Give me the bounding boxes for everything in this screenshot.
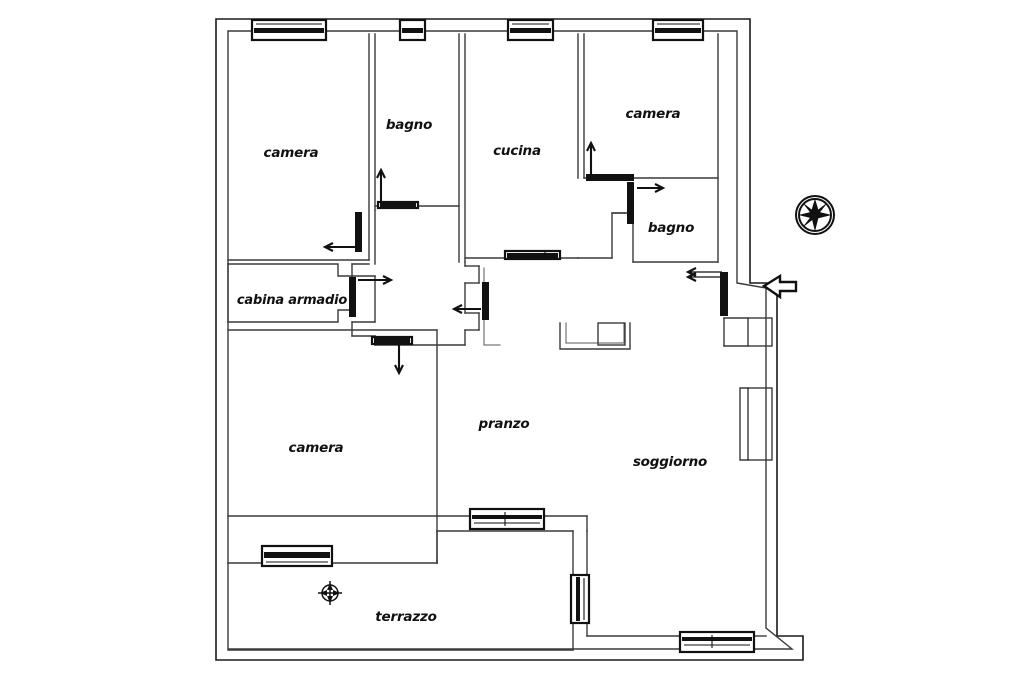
- door-cucina: [503, 249, 562, 261]
- exterior-walls: [215, 18, 804, 661]
- room-label-camera-sw: camera: [289, 440, 344, 456]
- window-soggiorno-south: [678, 630, 756, 654]
- door-corridoio-east: [451, 282, 489, 320]
- north-compass-rose: [795, 195, 835, 235]
- window-camera-sw: [260, 544, 334, 568]
- door-camera-ne: [586, 140, 634, 181]
- window-cucina: [506, 18, 555, 42]
- door-ingresso: [685, 267, 728, 316]
- room-label-bagno-n: bagno: [386, 117, 432, 133]
- entrance-direction-arrow: [761, 273, 798, 300]
- room-label-bagno-e: bagno: [648, 220, 694, 236]
- room-label-cabina-armadio: cabina armadio: [237, 293, 347, 308]
- door-camera-sw: [370, 335, 414, 376]
- room-label-camera-nw: camera: [264, 145, 319, 161]
- window-bagno-n: [398, 18, 427, 42]
- room-labels: camera bagno cucina camera bagno cabina …: [237, 106, 707, 625]
- room-label-cucina: cucina: [493, 143, 541, 159]
- room-label-pranzo: pranzo: [478, 416, 530, 432]
- door-camera-nw: [322, 212, 362, 252]
- doors: [322, 140, 728, 376]
- kitchen-counter-block: [559, 322, 631, 350]
- window-terrazzo-east: [569, 573, 591, 625]
- interior-walls-corridor: [351, 209, 501, 346]
- window-pranzo-south: [468, 507, 546, 531]
- room-label-camera-ne: camera: [626, 106, 681, 122]
- door-cabina-armadio: [349, 275, 394, 317]
- interior-walls-bottom: [227, 329, 767, 651]
- windows: [250, 18, 756, 654]
- room-label-soggiorno: soggiorno: [633, 454, 707, 470]
- wall-niches: [723, 317, 773, 461]
- window-camera-ne: [651, 18, 705, 42]
- door-bagno-east: [627, 182, 666, 224]
- floor-drain-symbol: [318, 581, 342, 605]
- room-label-terrazzo: terrazzo: [375, 609, 436, 625]
- window-camera-nw: [250, 18, 328, 42]
- door-bagno-n: [376, 167, 420, 210]
